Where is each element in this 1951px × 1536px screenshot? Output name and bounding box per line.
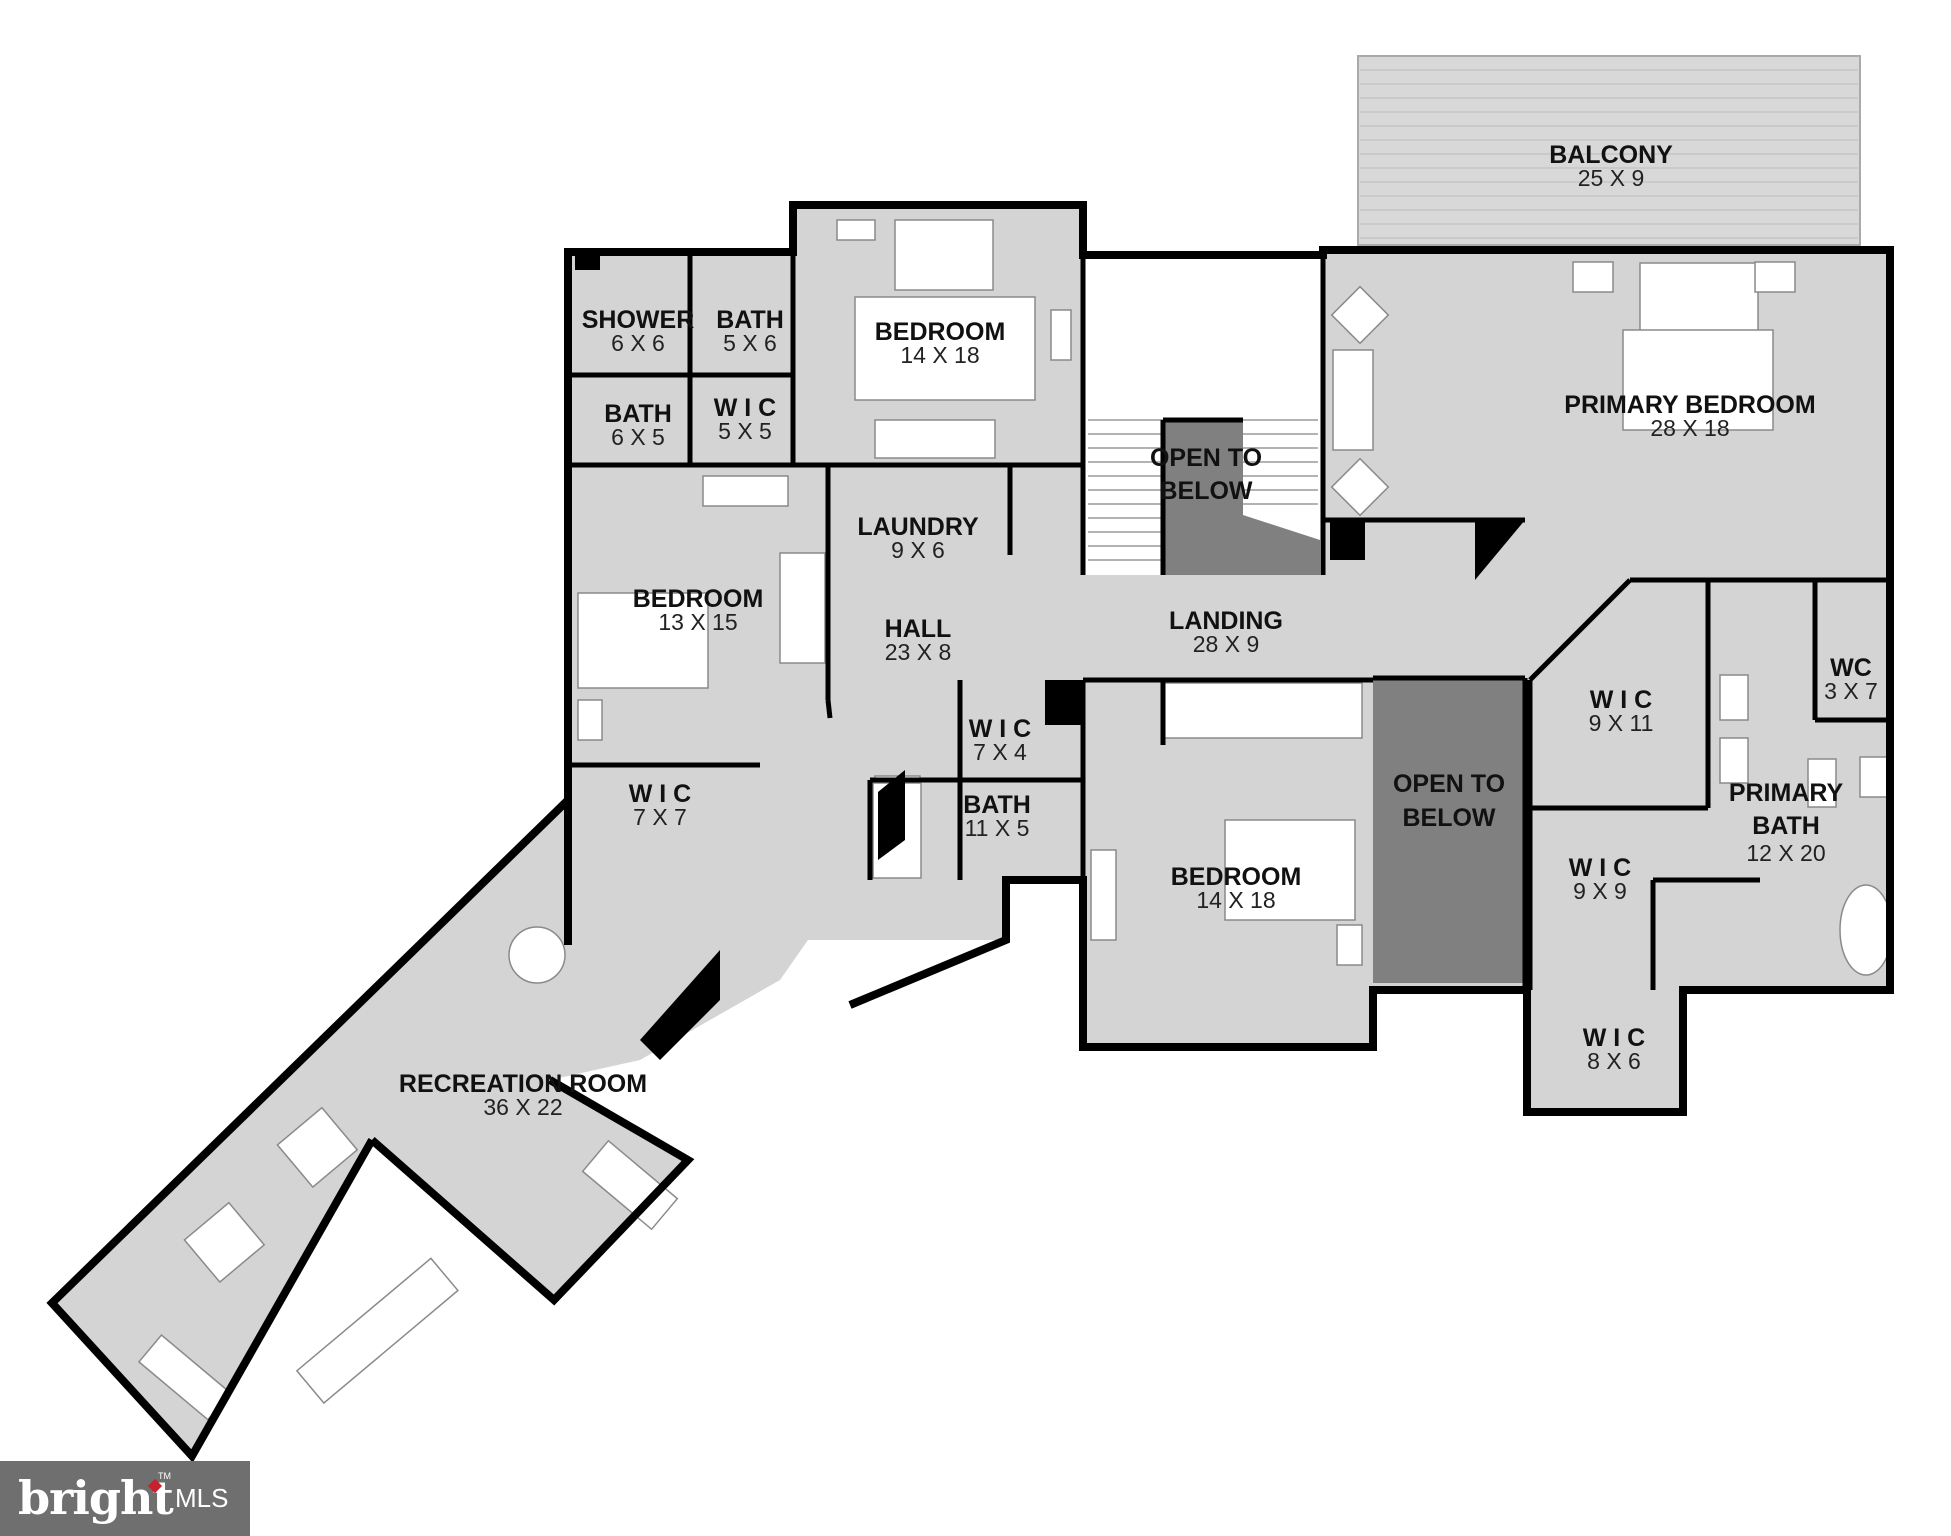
wic-f-dim: 8 X 6 [1587, 1048, 1641, 1074]
bright-mls-logo: bright TM MLS [0, 1461, 250, 1536]
logo-wordmark: bright [18, 1471, 174, 1525]
bath-a-label: BATH [716, 306, 784, 334]
wic-a-label: W I C [714, 394, 777, 422]
bedroom-left-label: BEDROOM [633, 585, 764, 613]
wc-dim: 3 X 7 [1824, 678, 1878, 704]
wc-label: WC [1830, 654, 1872, 682]
open-to-below-a-label-1: OPEN TO [1150, 444, 1262, 472]
open-to-below-void-a [1163, 420, 1243, 575]
bath-b-dim: 6 X 5 [611, 424, 665, 450]
recreation-room-label: RECREATION ROOM [399, 1070, 647, 1098]
bath-c-dim: 11 X 5 [965, 815, 1030, 841]
bedroom-left-dim: 13 X 15 [658, 609, 737, 635]
wic-c-dim: 7 X 4 [973, 739, 1027, 765]
staircase [1088, 419, 1318, 561]
wic-d-dim: 7 X 7 [633, 804, 687, 830]
bedroom-mid-dim: 14 X 18 [1196, 887, 1275, 913]
landing-label: LANDING [1169, 607, 1283, 635]
shower-dim: 6 X 6 [611, 330, 665, 356]
primary-bath-dim: 12 X 20 [1746, 840, 1825, 866]
open-to-below-a-label-2: BELOW [1159, 477, 1252, 505]
furniture [137, 219, 1893, 1421]
wic-d-label: W I C [629, 780, 692, 808]
balcony-dim: 25 X 9 [1578, 165, 1645, 191]
shower-label: SHOWER [582, 306, 695, 334]
wic-b-dim: 9 X 11 [1589, 710, 1654, 736]
wall-blocks [575, 250, 1525, 1060]
primary-bedroom-dim: 28 X 18 [1650, 415, 1729, 441]
wic-e-label: W I C [1569, 854, 1632, 882]
landing-dim: 28 X 9 [1193, 631, 1260, 657]
exterior-walls [46, 201, 1894, 1463]
open-to-below-b-label-1: OPEN TO [1393, 770, 1505, 798]
laundry-label: LAUNDRY [857, 513, 979, 541]
hall-dim: 23 X 8 [885, 639, 952, 665]
bath-b-label: BATH [604, 400, 672, 428]
bath-a-dim: 5 X 6 [723, 330, 777, 356]
wic-c-label: W I C [969, 715, 1032, 743]
primary-bath-label-2: BATH [1752, 812, 1820, 840]
recreation-room-dim: 36 X 22 [483, 1094, 562, 1120]
primary-bedroom-label: PRIMARY BEDROOM [1564, 391, 1815, 419]
wic-f-label: W I C [1583, 1024, 1646, 1052]
logo-trademark: TM [158, 1471, 171, 1481]
open-to-below-void-b [1373, 678, 1525, 983]
hall-label: HALL [885, 615, 952, 643]
wic-a-dim: 5 X 5 [718, 418, 772, 444]
balcony-area [1357, 55, 1861, 246]
wic-e-dim: 9 X 9 [1573, 878, 1627, 904]
wic-b-label: W I C [1590, 686, 1653, 714]
bedroom-top-label: BEDROOM [875, 318, 1006, 346]
laundry-dim: 9 X 6 [891, 537, 945, 563]
interior-walls [568, 250, 1890, 990]
bedroom-mid-label: BEDROOM [1171, 863, 1302, 891]
bath-c-label: BATH [963, 791, 1031, 819]
room-labels: BALCONY 25 X 9 SHOWER 6 X 6 BATH 5 X 6 B… [399, 141, 1878, 1120]
open-to-below-b-label-2: BELOW [1402, 804, 1495, 832]
bedroom-top-dim: 14 X 18 [900, 342, 979, 368]
logo-suffix: MLS [175, 1483, 229, 1513]
primary-bath-label-1: PRIMARY [1729, 779, 1844, 807]
balcony-label: BALCONY [1549, 141, 1673, 169]
